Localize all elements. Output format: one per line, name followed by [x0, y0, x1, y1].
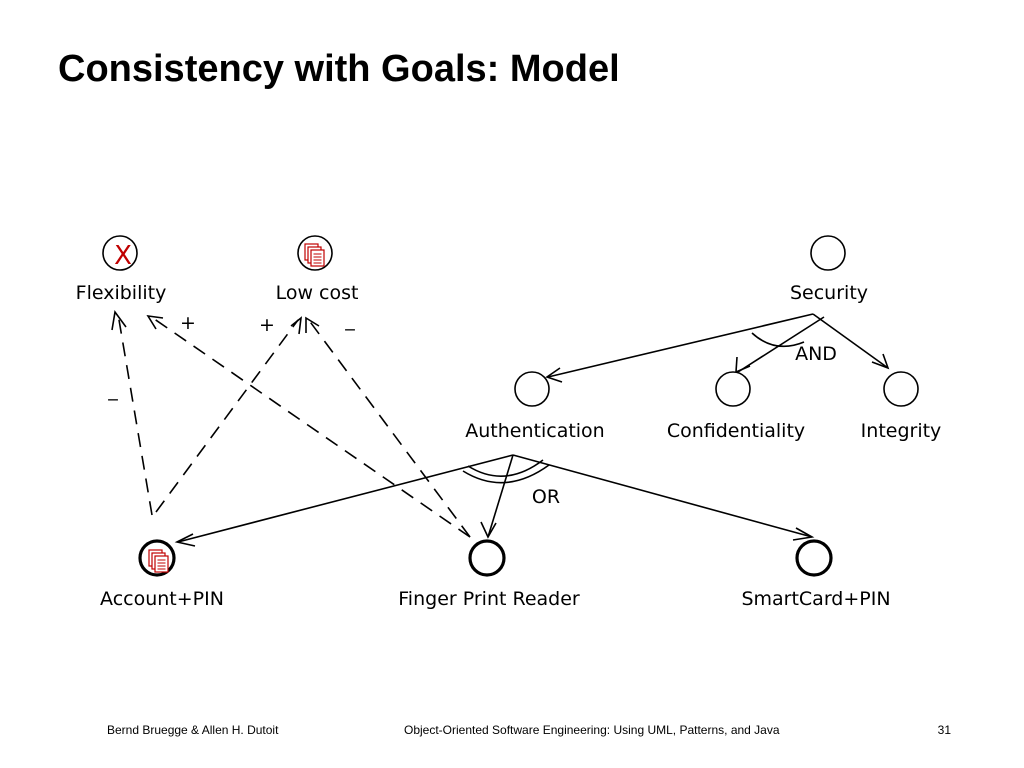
link-account-to-lowcost: [155, 319, 299, 513]
flexibility-label: Flexibility: [76, 282, 167, 304]
integrity-node[interactable]: [883, 371, 919, 407]
link-authentication-to-smartcard: [512, 454, 813, 538]
finger-print-node[interactable]: [468, 539, 506, 577]
arrowhead-finger-flexibility: [146, 314, 164, 330]
security-node[interactable]: [810, 235, 846, 271]
footer-book-title: Object-Oriented Software Engineering: Us…: [404, 723, 780, 737]
authentication-node[interactable]: [514, 371, 550, 407]
or-arc-inner: [467, 459, 544, 477]
low-cost-label: Low cost: [276, 282, 359, 304]
footer-authors: Bernd Bruegge & Allen H. Dutoit: [107, 723, 279, 737]
flexibility-node[interactable]: [102, 235, 138, 271]
link-security-to-confidentiality: [737, 316, 825, 373]
link-finger-to-flexibility: [149, 315, 471, 538]
arrowhead-finger: [480, 521, 497, 539]
contribution-finger-lowcost-sign: _: [344, 309, 355, 331]
and-label: AND: [795, 343, 837, 365]
slide-title: Consistency with Goals: Model: [58, 48, 620, 90]
link-finger-to-lowcost: [307, 318, 471, 538]
contribution-account-lowcost-sign: +: [259, 314, 275, 336]
finger-print-label: Finger Print Reader: [398, 588, 580, 610]
or-label: OR: [532, 486, 560, 508]
arrowhead-integrity: [871, 353, 890, 370]
flexibility-x-marker: X: [114, 241, 132, 271]
link-security-to-integrity: [812, 313, 889, 369]
and-arc: [751, 332, 805, 348]
arrowhead-confidentiality: [735, 356, 751, 374]
authentication-label: Authentication: [465, 420, 604, 442]
confidentiality-label: Confidentiality: [667, 420, 805, 442]
security-label: Security: [790, 282, 868, 304]
arrowhead-account: [174, 533, 196, 547]
low-cost-document-stack-icon: [304, 243, 325, 267]
arrowhead-account-lowcost: [290, 316, 303, 335]
link-security-to-authentication: [547, 313, 814, 378]
smartcard-pin-node[interactable]: [795, 539, 833, 577]
arrowhead-smartcard: [792, 527, 815, 541]
or-arc-outer: [462, 464, 550, 484]
arrowhead-account-flexibility: [111, 309, 127, 331]
contribution-finger-flexibility-sign: +: [180, 312, 196, 334]
arrowhead-finger-lowcost: [305, 316, 320, 333]
account-pin-document-stack-icon: [148, 549, 169, 573]
confidentiality-node[interactable]: [715, 371, 751, 407]
arrowhead-authentication: [545, 367, 563, 383]
footer-page-number: 31: [937, 723, 951, 737]
contribution-account-flexibility-sign: _: [107, 379, 118, 401]
link-authentication-to-finger: [487, 454, 514, 538]
account-pin-label: Account+PIN: [100, 588, 224, 610]
link-authentication-to-account: [177, 454, 514, 543]
link-account-to-flexibility: [117, 313, 153, 516]
integrity-label: Integrity: [861, 420, 942, 442]
smartcard-pin-label: SmartCard+PIN: [741, 588, 890, 610]
